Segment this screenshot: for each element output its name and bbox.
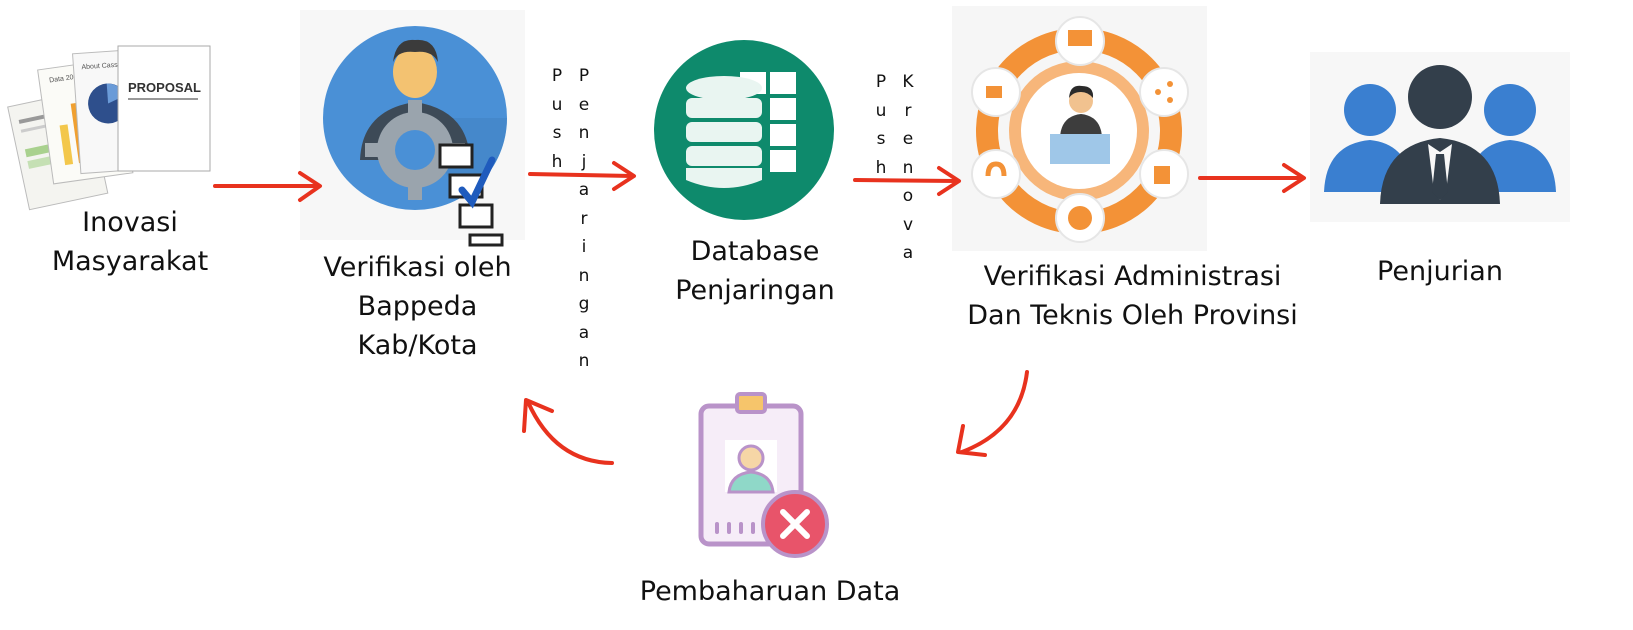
arrow-pembaharuan-to-bappeda xyxy=(522,398,614,465)
proposal-title: PROPOSAL xyxy=(128,80,201,95)
arrow-bappeda-to-database xyxy=(528,161,636,191)
vchar: h xyxy=(875,157,887,178)
vchar: K xyxy=(902,72,914,92)
label-line: Dan Teknis Oleh Provinsi xyxy=(967,300,1298,331)
proposal-documents-icon: Data 2006 About Cassan PROPOSAL xyxy=(7,45,211,211)
label-line: Database xyxy=(690,236,820,267)
judges-group-icon xyxy=(1310,52,1570,222)
vchar: a xyxy=(902,243,914,263)
vchar: s xyxy=(876,129,886,149)
vchar: n xyxy=(578,123,590,143)
label-line: Verifikasi oleh xyxy=(323,252,512,283)
vchar: i xyxy=(581,237,587,257)
node-pembaharuan-label: Pembaharuan Data xyxy=(630,572,910,611)
label-line: Penjaringan xyxy=(675,275,835,306)
vchar: n xyxy=(578,351,590,371)
arrow-inovasi-to-bappeda xyxy=(213,171,322,202)
id-badge-reject-icon xyxy=(698,392,829,558)
vchar: g xyxy=(578,294,590,314)
pie-doc-title: About Cassan xyxy=(81,61,125,71)
vchar: o xyxy=(902,186,914,206)
label-line: Bappeda xyxy=(357,291,478,322)
label-line: Verifikasi Administrasi xyxy=(983,261,1282,292)
vchar: e xyxy=(902,129,914,149)
vchar: a xyxy=(578,180,590,200)
vchar: n xyxy=(578,265,590,286)
vchar: u xyxy=(551,94,563,115)
chart-doc-title: Data 2006 xyxy=(49,73,82,84)
node-inovasi-label: Inovasi Masyarakat xyxy=(40,203,220,281)
arrow-provinsi-to-penjurian xyxy=(1198,163,1306,193)
vchar: r xyxy=(904,100,912,121)
vchar: v xyxy=(902,214,914,235)
arrow-database-to-provinsi xyxy=(853,166,961,196)
label-line: Pembaharuan Data xyxy=(639,576,901,607)
vchar: a xyxy=(578,322,590,343)
vchar: j xyxy=(581,151,587,172)
vchar: P xyxy=(578,66,590,86)
vchar: u xyxy=(875,100,887,121)
vchar: s xyxy=(552,123,562,143)
arrow-provinsi-to-pembaharuan xyxy=(956,370,1029,457)
province-verification-icon xyxy=(952,6,1207,251)
node-penjurian-label: Penjurian xyxy=(1360,252,1520,291)
node-database-label: Database Penjaringan xyxy=(665,232,845,310)
label-line: Inovasi xyxy=(82,207,178,238)
vchar: r xyxy=(580,208,588,229)
label-line: Masyarakat xyxy=(51,246,209,277)
database-icon xyxy=(654,40,834,220)
vchar: P xyxy=(551,66,563,86)
vchar: P xyxy=(875,72,887,92)
label-line: Kab/Kota xyxy=(357,330,478,361)
vchar: e xyxy=(578,94,590,115)
verifier-gear-checklist-icon xyxy=(300,10,525,247)
node-provinsi-label: Verifikasi Administrasi Dan Teknis Oleh … xyxy=(960,257,1305,335)
vchar: h xyxy=(551,151,563,172)
node-bappeda-label: Verifikasi oleh Bappeda Kab/Kota xyxy=(320,248,515,365)
label-line: Penjurian xyxy=(1377,256,1503,287)
vchar: n xyxy=(902,157,914,178)
